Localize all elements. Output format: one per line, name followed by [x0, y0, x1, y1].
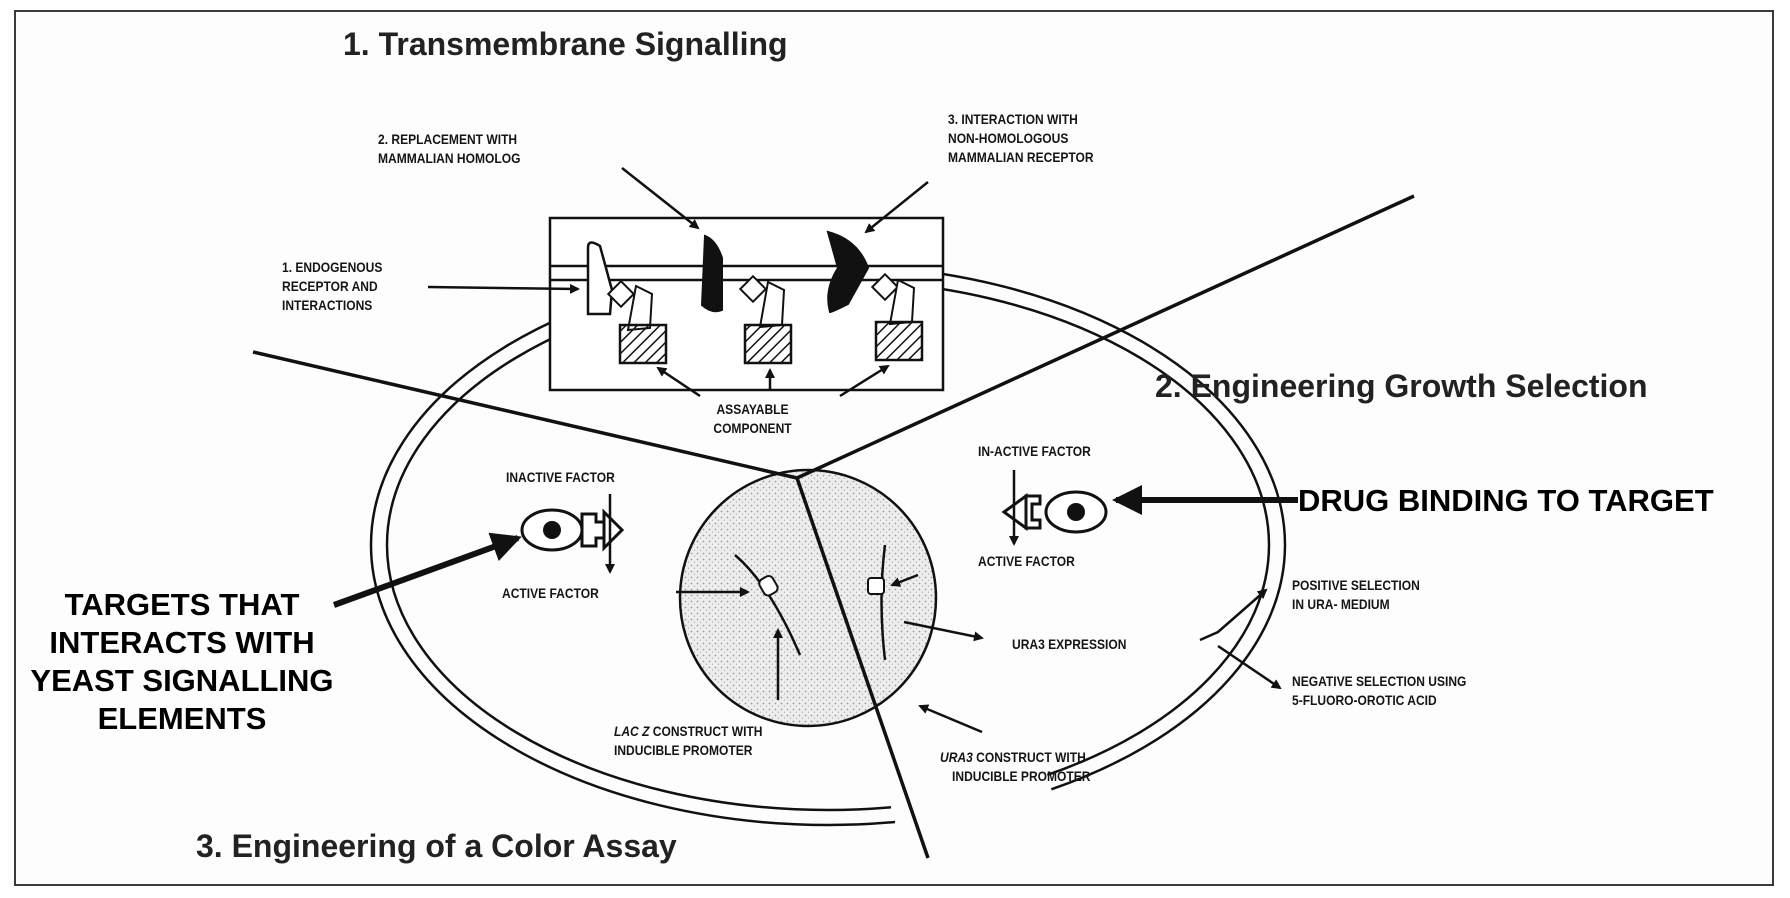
non-homologous-receptor: [826, 230, 870, 314]
label-line: MAMMALIAN HOMOLOG: [378, 150, 521, 166]
assayable-component-label: ASSAYABLE COMPONENT: [688, 400, 817, 438]
pathway-arrows: [676, 573, 1282, 734]
heading-color-assay: 3. Engineering of a Color Assay: [196, 828, 677, 864]
lacz-promoter-site: [758, 575, 779, 597]
label-text: CONSTRUCT WITH: [649, 723, 763, 739]
lacz-gene-name: LAC Z: [614, 723, 650, 739]
panel-arrows: [427, 167, 929, 398]
right-factor-glyph: [1001, 470, 1108, 546]
targets-line: ELEMENTS: [97, 701, 267, 736]
heading-growth-selection: 2. Engineering Growth Selection: [1155, 368, 1648, 404]
active-factor-right-label: ACTIVE FACTOR: [978, 553, 1075, 569]
heading-transmembrane-signalling: 1. Transmembrane Signalling: [343, 26, 788, 62]
label-line: COMPONENT: [713, 420, 792, 436]
dna-strand-right: [880, 544, 887, 661]
label-line: RECEPTOR AND: [282, 278, 378, 294]
label-line: IN URA- MEDIUM: [1292, 596, 1390, 612]
targets-line: INTERACTS WITH: [49, 625, 315, 660]
assayable-component-3: [874, 320, 924, 362]
g-protein-diamond-2: [738, 274, 768, 304]
label-line: 5-FLUORO-OROTIC ACID: [1292, 692, 1437, 708]
label-line: LAC Z CONSTRUCT WITH: [614, 722, 762, 741]
label-line: ASSAYABLE: [716, 401, 789, 417]
inactive-factor-right-label: IN-ACTIVE FACTOR: [978, 443, 1091, 459]
non-homologous-receptor-label: 3. INTERACTION WITH NON-HOMOLOGOUS MAMMA…: [948, 110, 1094, 167]
targets-label: TARGETS THAT INTERACTS WITH YEAST SIGNAL…: [12, 586, 352, 738]
mammalian-homolog-receptor: [700, 234, 723, 313]
label-line: 1. ENDOGENOUS: [282, 259, 383, 275]
targets-line: YEAST SIGNALLING: [30, 663, 334, 698]
section-dividers: [252, 194, 1415, 859]
label-line: 2. REPLACEMENT WITH: [378, 131, 518, 147]
left-factor-glyph: [520, 494, 625, 574]
ura3-expression-label: URA3 EXPRESSION: [1012, 636, 1127, 652]
receptor-panel: [548, 216, 945, 392]
positive-selection-label: POSITIVE SELECTION IN URA- MEDIUM: [1292, 576, 1420, 614]
ura3-promoter-site: [867, 577, 885, 595]
negative-selection-label: NEGATIVE SELECTION USING 5-FLUORO-OROTIC…: [1292, 672, 1466, 710]
assayable-component-2: [743, 323, 793, 365]
label-line: 3. INTERACTION WITH: [948, 111, 1078, 127]
label-line: INDUCIBLE PROMOTER: [614, 742, 753, 758]
ura3-construct-label: URA3 CONSTRUCT WITH INDUCIBLE PROMOTER: [940, 748, 1091, 786]
figure-frame: [14, 10, 1774, 886]
drug-binding-label: DRUG BINDING TO TARGET: [1298, 483, 1714, 518]
active-factor-left-label: ACTIVE FACTOR: [502, 585, 599, 601]
inactive-factor-left-label: INACTIVE FACTOR: [506, 469, 615, 485]
label-line: INTERACTIONS: [282, 297, 373, 313]
assayable-component-1: [618, 323, 668, 365]
label-line: POSITIVE SELECTION: [1292, 577, 1420, 593]
endogenous-receptor-label: 1. ENDOGENOUS RECEPTOR AND INTERACTIONS: [282, 258, 382, 315]
callout-arrows: [332, 485, 1298, 608]
g-protein-diamond-3: [870, 272, 900, 302]
lacz-construct-label: LAC Z CONSTRUCT WITH INDUCIBLE PROMOTER: [614, 722, 762, 760]
targets-line: TARGETS THAT: [64, 587, 300, 622]
label-line: NON-HOMOLOGOUS: [948, 130, 1069, 146]
nucleus: [678, 468, 938, 728]
label-line: NEGATIVE SELECTION USING: [1292, 673, 1467, 689]
label-line: INDUCIBLE PROMOTER: [952, 768, 1091, 784]
replacement-homolog-label: 2. REPLACEMENT WITH MAMMALIAN HOMOLOG: [378, 130, 520, 168]
ura3-gene-name: URA3: [940, 749, 973, 765]
label-line: URA3 CONSTRUCT WITH: [940, 748, 1091, 767]
label-line: MAMMALIAN RECEPTOR: [948, 149, 1094, 165]
endogenous-receptor: [586, 241, 614, 316]
g-protein-diamond-1: [606, 279, 636, 309]
label-text: CONSTRUCT WITH: [972, 749, 1086, 765]
